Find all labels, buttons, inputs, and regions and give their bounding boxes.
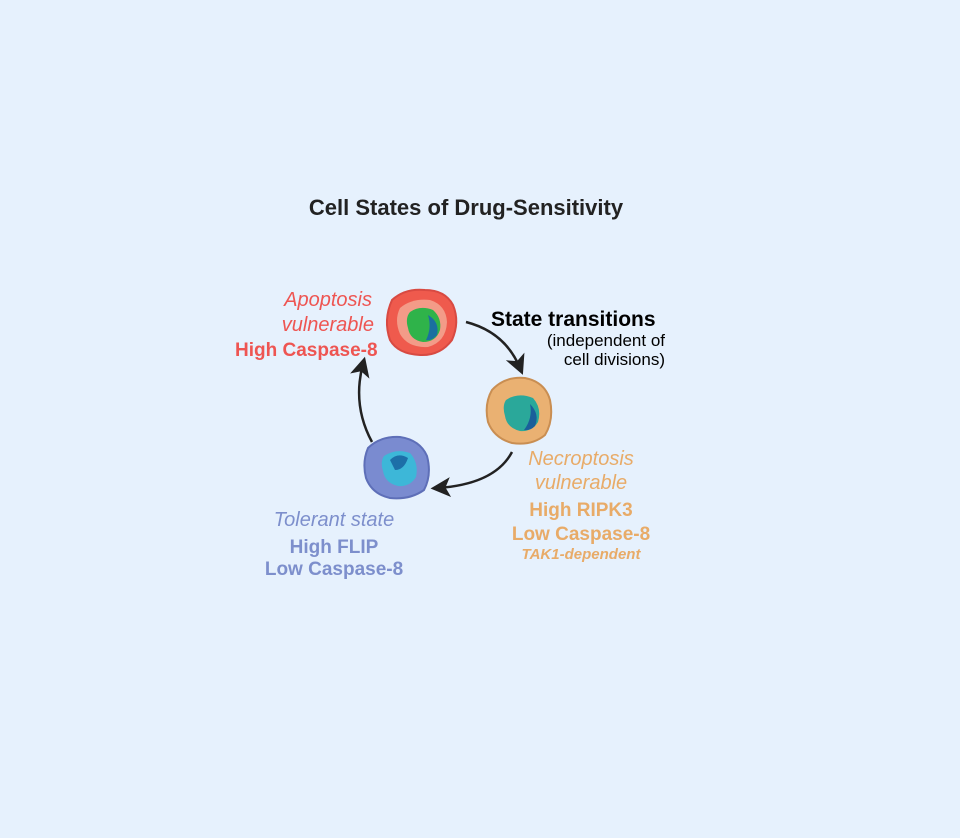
arrow-necroptosis-to-tolerant — [430, 451, 514, 498]
necroptosis-cell-icon — [485, 376, 553, 445]
diagram-title: Cell States of Drug-Sensitivity — [308, 195, 624, 220]
apoptosis-state-name-2: vulnerable — [281, 314, 374, 336]
necroptosis-marker-1: High RIPK3 — [529, 500, 633, 521]
arrow-apoptosis-to-necroptosis — [465, 320, 525, 375]
necroptosis-marker-2: Low Caspase-8 — [511, 524, 651, 545]
apoptosis-state-name: Apoptosis — [284, 289, 372, 311]
necroptosis-state-name-2: vulnerable — [534, 472, 628, 494]
transitions-note-1: (independent of — [546, 331, 665, 350]
tolerant-marker-2: Low Caspase-8 — [264, 559, 404, 580]
arrow-tolerant-to-apoptosis — [350, 356, 374, 443]
apoptosis-cell-icon — [386, 288, 458, 357]
necroptosis-note: TAK1-dependent — [521, 546, 641, 563]
tolerant-state-name: Tolerant state — [273, 509, 395, 531]
tolerant-marker-1: High FLIP — [289, 537, 379, 558]
transitions-note-2: cell divisions) — [563, 350, 665, 369]
tolerant-cell-icon — [363, 435, 430, 500]
apoptosis-marker: High Caspase-8 — [235, 340, 378, 361]
necroptosis-state-name: Necroptosis — [528, 448, 634, 470]
transitions-label: State transitions — [491, 308, 656, 331]
